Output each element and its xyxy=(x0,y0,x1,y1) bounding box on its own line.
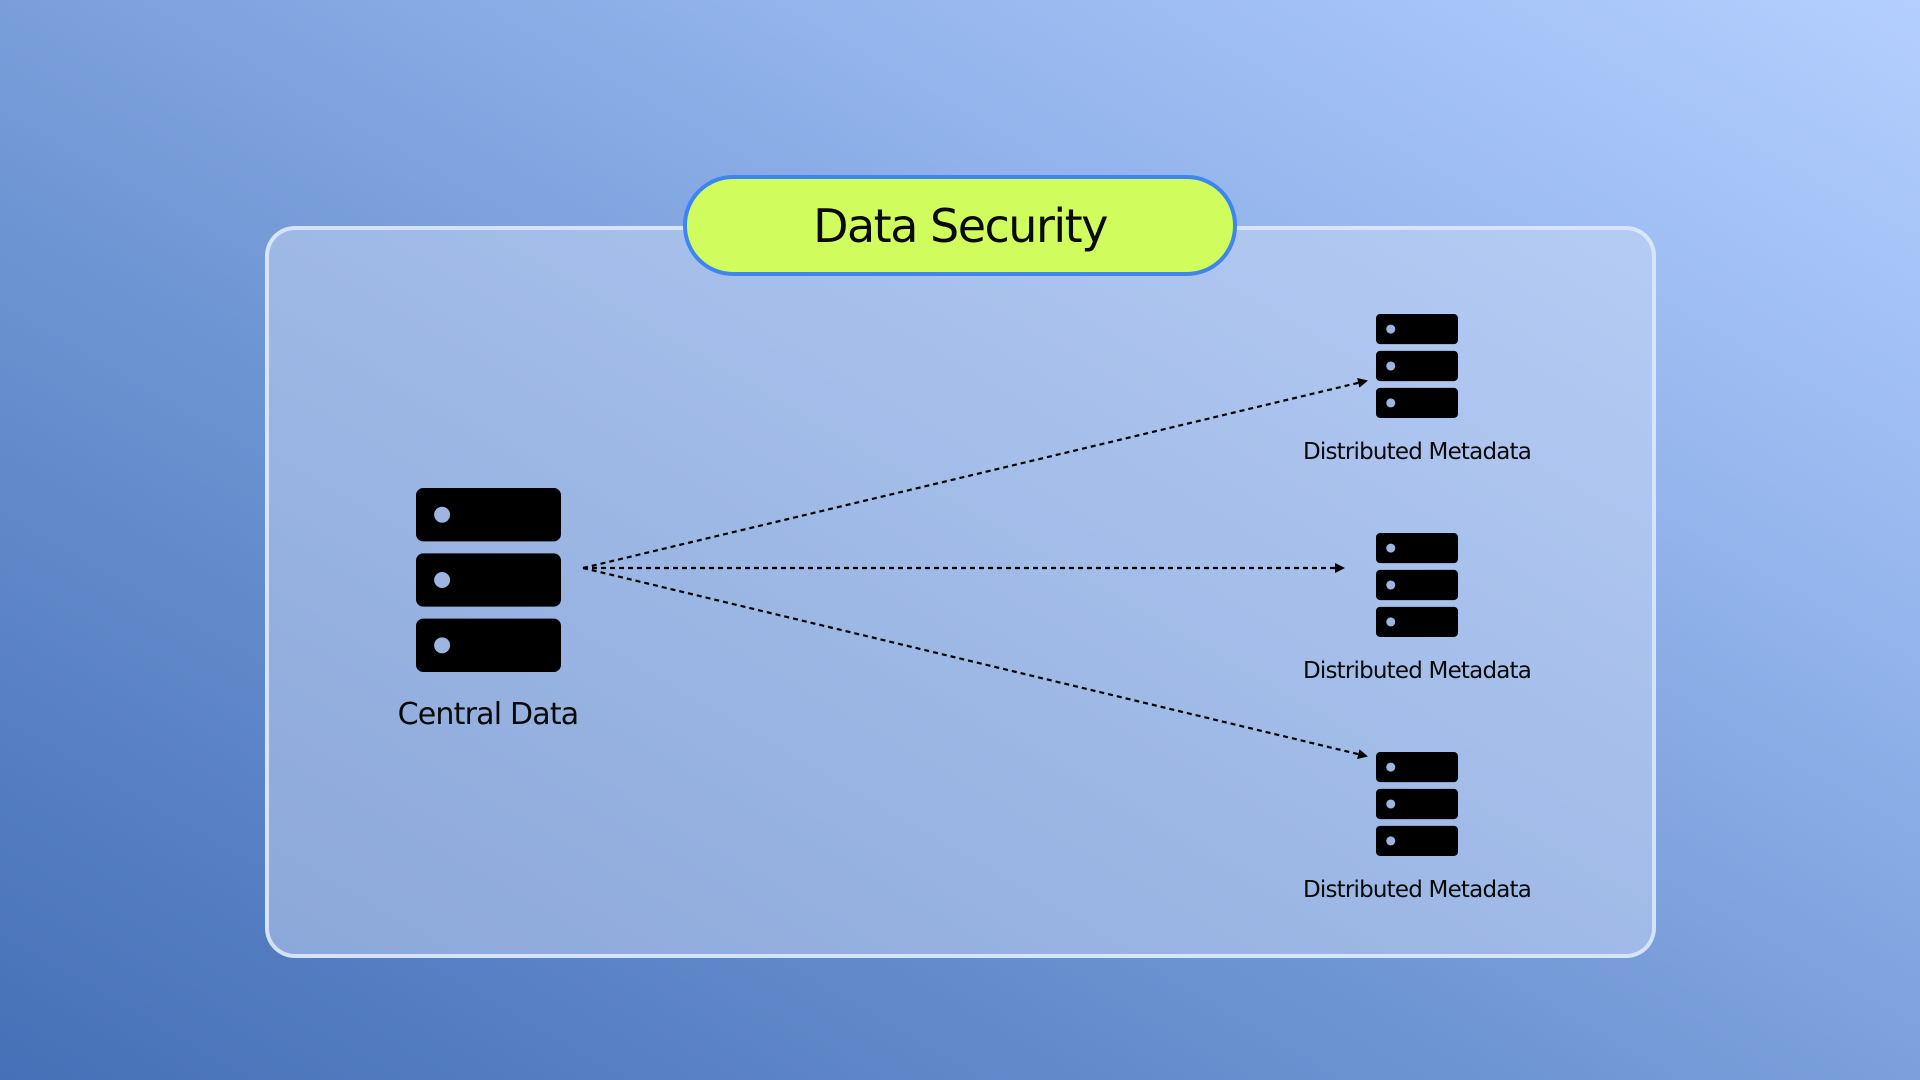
server-led xyxy=(1386,398,1396,408)
server-rack-unit xyxy=(1376,825,1458,856)
server-led xyxy=(1386,762,1396,772)
distributed-server-icon-1 xyxy=(1376,314,1458,418)
diagram-title: Data Security xyxy=(813,198,1108,253)
distributed-server-icon-2 xyxy=(1376,533,1458,637)
server-led xyxy=(1386,324,1396,334)
server-led xyxy=(1386,617,1396,627)
server-rack-unit xyxy=(416,488,561,542)
distributed-metadata-label-1: Distributed Metadata xyxy=(1302,439,1532,465)
edge-arrow-1 xyxy=(582,377,1368,570)
server-led xyxy=(1386,799,1396,809)
distributed-metadata-label-2: Distributed Metadata xyxy=(1302,658,1532,684)
server-rack-unit xyxy=(1376,350,1458,382)
server-led xyxy=(434,572,451,588)
edge-arrow-3 xyxy=(582,566,1368,759)
central-data-label: Central Data xyxy=(397,697,580,732)
server-led xyxy=(1386,580,1396,590)
distributed-server-icon-3 xyxy=(1376,752,1458,856)
server-rack-unit xyxy=(1376,606,1458,637)
server-led xyxy=(1386,543,1396,553)
server-rack-unit xyxy=(1376,533,1458,564)
title-badge: Data Security xyxy=(683,175,1237,276)
server-led xyxy=(1386,836,1396,846)
central-server-icon xyxy=(416,488,561,672)
server-rack-unit xyxy=(1376,314,1458,345)
distributed-metadata-label-3: Distributed Metadata xyxy=(1302,877,1532,903)
server-rack-unit xyxy=(1376,569,1458,601)
server-rack-unit xyxy=(416,553,561,607)
server-led xyxy=(1386,361,1396,371)
server-led xyxy=(434,637,451,654)
server-rack-unit xyxy=(416,618,561,672)
server-rack-unit xyxy=(1376,387,1458,418)
server-rack-unit xyxy=(1376,788,1458,820)
server-rack-unit xyxy=(1376,752,1458,783)
server-led xyxy=(434,506,451,523)
